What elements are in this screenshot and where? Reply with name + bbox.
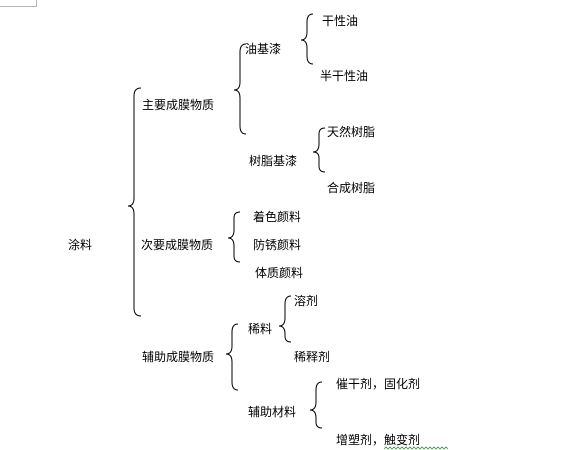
oil-paint-brace: [300, 13, 314, 65]
main-film-label: 主要成膜物质: [142, 98, 215, 112]
thinner-label: 稀料: [248, 322, 273, 336]
auxiliary-film-brace: [225, 323, 239, 391]
solvent-label: 溶剂: [294, 294, 319, 308]
root-brace: [127, 87, 142, 317]
aux-materials-label: 辅助材料: [248, 405, 297, 419]
spellcheck-underline: [384, 446, 448, 450]
resin-paint-brace: [312, 127, 326, 173]
auxiliary-film-label: 辅助成膜物质: [142, 350, 215, 364]
secondary-film-brace: [227, 211, 241, 263]
secondary-film-label: 次要成膜物质: [141, 238, 214, 252]
thinner-brace: [278, 295, 292, 343]
coloring-pigment-label: 着色颜料: [253, 210, 302, 224]
page-corner-mark: [0, 0, 37, 7]
oil-paint-label: 油基漆: [245, 42, 282, 56]
diluent-label: 稀释剂: [294, 350, 331, 364]
extender-pigment-label: 体质颜料: [255, 266, 304, 280]
main-film-brace: [233, 43, 247, 135]
synthetic-resin-label: 合成树脂: [327, 181, 376, 195]
natural-resin-label: 天然树脂: [327, 125, 376, 139]
antirust-pigment-label: 防锈颜料: [253, 238, 302, 252]
semi-drying-oil-label: 半干性油: [320, 69, 369, 83]
plasticizer-thixotropic-label: 增塑剂，触变剂: [336, 433, 421, 447]
root-label: 涂料: [68, 238, 93, 252]
resin-paint-label: 树脂基漆: [249, 154, 298, 168]
drying-oil-label: 干性油: [322, 14, 359, 28]
drier-curing-agent-label: 催干剂，固化剂: [336, 377, 421, 391]
aux-materials-brace: [309, 381, 323, 429]
